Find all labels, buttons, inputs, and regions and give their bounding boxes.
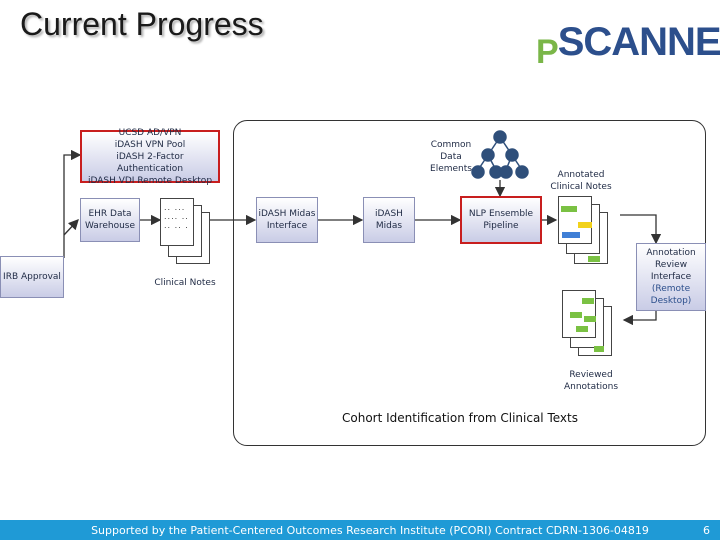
reviewed-highlight-3 [584, 316, 596, 322]
annotation-highlight-yellow [578, 222, 592, 228]
clinical-notes-label: Clinical Notes [154, 278, 216, 288]
ucsd-line-1: UCSD AD/VPN [118, 127, 182, 138]
cohort-title: Cohort Identification from Clinical Text… [342, 411, 578, 425]
midas-box: iDASH Midas [363, 197, 415, 243]
ucsd-line-4: iDASH VDI Remote Desktop [87, 175, 213, 186]
annotation-highlight-blue [562, 232, 580, 238]
reviewed-highlight-1 [582, 298, 594, 304]
annotation-highlight-green-2 [588, 256, 600, 262]
reviewed-highlight-2 [570, 312, 582, 318]
annotation-highlight-green [561, 206, 577, 212]
reviewed-highlight-5 [594, 346, 604, 352]
notes-dots: .. ....... .... .. . [164, 203, 189, 230]
tree-icon [471, 130, 529, 179]
slide-title: Current Progress [20, 6, 264, 42]
pscanner-logo: PSCANNER [536, 20, 720, 71]
nlp-pipeline-box: NLP Ensemble Pipeline [460, 196, 542, 244]
annotation-review-box: Annotation Review Interface (Remote Desk… [636, 243, 706, 311]
page-number: 6 [703, 523, 710, 537]
reviewed-highlight-4 [576, 326, 588, 332]
reviewed-annotations-label: Reviewed Annotations [563, 370, 619, 392]
review-label: Annotation Review Interface [646, 248, 696, 282]
ucsd-line-2: iDASH VPN Pool [114, 139, 186, 150]
footer-bar: Supported by the Patient-Centered Outcom… [0, 520, 720, 540]
notes-doc-front [160, 198, 194, 246]
logo-text: SCANNER [557, 20, 720, 64]
annotated-notes-label: Annotated Clinical Notes [550, 170, 612, 192]
ehr-warehouse-box: EHR Data Warehouse [80, 198, 140, 242]
ucsd-access-box: UCSD AD/VPN iDASH VPN Pool iDASH 2-Facto… [80, 127, 220, 186]
arrow-irb-to-ucsd [63, 149, 82, 258]
midas-interface-box: iDASH Midas Interface [256, 197, 318, 243]
arrow-review-to-reviewed [622, 310, 657, 326]
footer-funding-text: Supported by the Patient-Centered Outcom… [91, 523, 649, 537]
ucsd-line-3: iDASH 2-Factor Authentication [116, 151, 184, 174]
common-data-elements-label: Common Data Elements [430, 140, 472, 174]
irb-approval-box: IRB Approval [0, 256, 64, 298]
review-note: (Remote Desktop) [650, 284, 692, 306]
arrow-irb-to-ehr [63, 219, 79, 236]
logo-p: P [536, 33, 559, 71]
arrow-annotated-to-review [620, 214, 662, 245]
